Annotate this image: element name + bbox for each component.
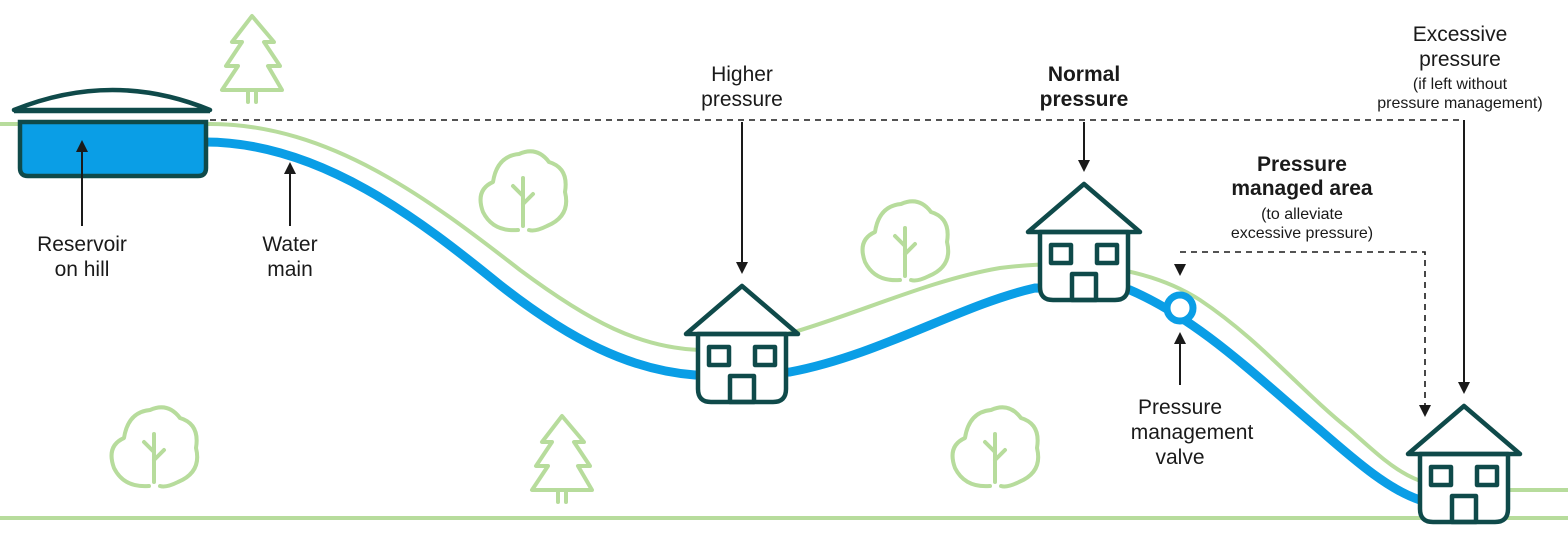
valve-label-line1: Pressure [1138,396,1222,419]
pine-tree-icon [220,14,284,104]
deciduous-tree-icon [860,199,951,283]
deciduous-tree-icon [109,405,200,489]
higher-pressure-arrow [736,122,748,274]
reservoir-label-line2: on hill [55,258,110,281]
managed-area-line [1180,251,1426,405]
water-main-label-line1: Water [262,233,317,256]
managed-area-note-line2: excessive pressure) [1231,225,1373,242]
house-icon [1028,184,1140,300]
water-main-label-line2: main [267,258,313,281]
reservoir-label: Reservoir on hill [37,233,127,281]
valve-label-line3: valve [1155,446,1204,469]
reservoir-arrow [76,140,88,226]
house-icon [1408,406,1520,522]
valve-icon [1163,291,1197,325]
managed-area-label-line2: managed area [1231,177,1373,200]
reservoir-icon [11,87,213,179]
managed-area-label: Pressure managed area (to alleviate exce… [1231,153,1373,242]
valve-label-line2: management [1131,421,1254,444]
deciduous-tree-icon [950,405,1041,489]
excessive-pressure-label: Excessive pressure (if left without pres… [1377,23,1542,112]
higher-pressure-label-line2: pressure [701,88,783,111]
deciduous-tree-icon [478,149,569,233]
normal-pressure-label-line2: pressure [1040,88,1129,111]
managed-area-note-line1: (to alleviate [1261,206,1343,223]
reservoir-label-line1: Reservoir [37,233,127,256]
water-main-arrow [284,162,296,226]
excessive-pressure-note-line1: (if left without [1413,76,1508,93]
managed-area-arrow [1174,264,1431,417]
excessive-pressure-arrow [1458,120,1470,394]
water-main-pipe [200,137,1425,505]
valve-arrow [1174,332,1186,385]
higher-pressure-label-line1: Higher [711,63,773,86]
excessive-pressure-label-line1: Excessive [1413,23,1508,46]
normal-pressure-arrow [1078,122,1090,172]
pine-tree-icon [530,414,594,504]
hill-outline [0,122,1568,492]
managed-area-label-line1: Pressure [1257,153,1347,176]
normal-pressure-label: Normal pressure [1040,63,1129,111]
higher-pressure-label: Higher pressure [701,63,783,111]
excessive-pressure-note-line2: pressure management) [1377,95,1542,112]
water-main-label: Water main [262,233,317,281]
normal-pressure-label-line1: Normal [1048,63,1120,86]
excessive-pressure-label-line2: pressure [1419,48,1501,71]
valve-label: Pressure management valve [1131,396,1254,469]
house-icon [686,286,798,402]
